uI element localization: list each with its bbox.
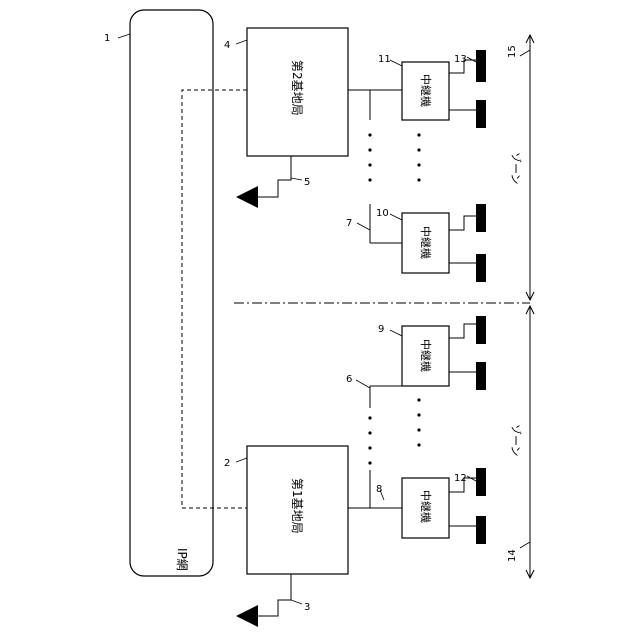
ref-4-leader bbox=[236, 40, 247, 44]
ref-8: 8 bbox=[376, 484, 382, 495]
ref-6-leader bbox=[356, 380, 370, 388]
terminal-10a bbox=[476, 204, 486, 232]
ref-13: 13 bbox=[454, 54, 467, 65]
terminal-10b bbox=[476, 254, 486, 282]
ref-14: 14 bbox=[507, 549, 518, 562]
continuation-dots-upper-bus bbox=[368, 133, 371, 181]
zone-arrow-lower bbox=[526, 306, 534, 578]
ref-6: 6 bbox=[346, 374, 352, 385]
base-station-2-label: 第2基地局 bbox=[290, 60, 304, 116]
repeater-9-label: 中継機 bbox=[419, 339, 433, 372]
terminal-12 bbox=[476, 468, 486, 496]
ref-11: 11 bbox=[378, 54, 391, 65]
continuation-dots-upper-repeaters bbox=[417, 133, 420, 181]
ip-network-label: IP網 bbox=[175, 548, 189, 571]
repeater-10-link-a bbox=[449, 216, 476, 230]
terminal-9a bbox=[476, 316, 486, 344]
continuation-dots-lower-repeaters bbox=[417, 398, 420, 446]
repeater-9-link-a bbox=[449, 324, 476, 338]
repeater-11-label: 中継機 bbox=[419, 74, 433, 107]
zone-2-label: ゾーン bbox=[509, 152, 522, 184]
antenna-1-icon bbox=[236, 605, 258, 627]
ref-10: 10 bbox=[376, 208, 389, 219]
ref-15-leader bbox=[520, 50, 530, 56]
ref-3-leader bbox=[291, 600, 302, 604]
ref-10-leader bbox=[390, 214, 402, 220]
ref-12: 12 bbox=[454, 473, 467, 484]
ref-9: 9 bbox=[378, 324, 384, 335]
ref-1-leader bbox=[118, 34, 130, 38]
base-station-1-label: 第1基地局 bbox=[290, 478, 304, 534]
repeater-10-label: 中継機 bbox=[419, 226, 433, 259]
zone-arrow-upper bbox=[526, 35, 534, 300]
repeater-bottom-label: 中継機 bbox=[419, 490, 433, 523]
continuation-dots-lower-bus bbox=[368, 416, 371, 464]
ref-3: 3 bbox=[304, 602, 310, 613]
antenna-2-feed bbox=[258, 156, 291, 197]
ip-network-box bbox=[130, 10, 213, 576]
ref-14-leader bbox=[520, 542, 530, 548]
ref-15: 15 bbox=[507, 45, 518, 58]
ref-11-leader bbox=[390, 60, 402, 66]
ref-5-leader bbox=[291, 178, 302, 180]
ref-2-leader bbox=[236, 458, 247, 462]
ref-9-leader bbox=[390, 330, 402, 336]
terminal-11b bbox=[476, 100, 486, 128]
zone-1-label: ゾーン bbox=[509, 424, 522, 456]
ref-7-leader bbox=[357, 223, 370, 230]
ref-7: 7 bbox=[346, 218, 352, 229]
terminal-13 bbox=[476, 50, 486, 82]
terminal-bottom-b bbox=[476, 516, 486, 544]
ref-5: 5 bbox=[304, 177, 310, 188]
ref-1: 1 bbox=[104, 33, 110, 44]
ref-2: 2 bbox=[224, 458, 230, 469]
terminal-9b bbox=[476, 362, 486, 390]
antenna-1-feed bbox=[258, 574, 291, 616]
antenna-2-icon bbox=[236, 186, 258, 208]
ref-4: 4 bbox=[224, 40, 230, 51]
